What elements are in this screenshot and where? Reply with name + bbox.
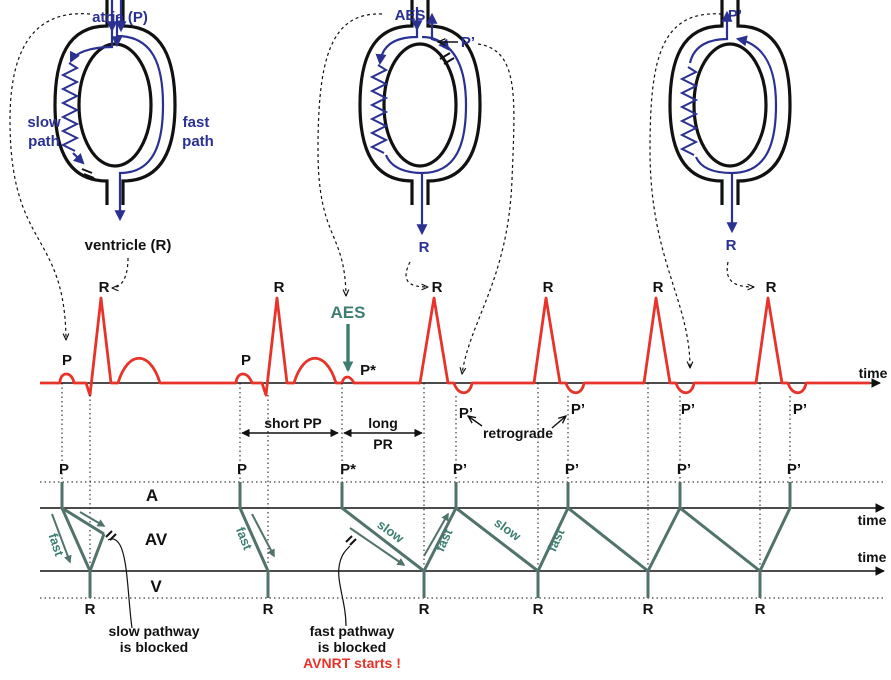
ecg-ladder-guides	[61, 383, 791, 565]
diagram1-fast-label-2: path	[182, 133, 214, 150]
long-pr-label-2: PR	[373, 436, 392, 452]
ladder-time-label-1: time	[858, 512, 887, 528]
ladder-time-label-2: time	[858, 549, 887, 565]
ladder-top-label-6: P’	[677, 461, 691, 478]
diagram3-r-label: R	[726, 237, 737, 254]
fast-block-pointer	[338, 545, 351, 627]
diagram2-r-label: R	[419, 239, 430, 256]
ladder-top-label-4: P’	[453, 461, 467, 478]
ladder-bottom-label-1: R	[85, 601, 96, 618]
diagram1-atria-label: atria (P)	[92, 9, 148, 26]
av-node-diagram-3	[668, 0, 792, 234]
ecg-aes-label: AES	[331, 303, 366, 322]
ladder-row-a: A	[146, 486, 158, 505]
ecg-r-label-3: R	[432, 279, 443, 296]
diagram2-aes-label: AES	[395, 7, 426, 24]
ecg-r-label-6: R	[766, 279, 777, 296]
ecg-p-prime-label-4: P’	[793, 401, 807, 418]
ecg-p-label-1: P	[62, 352, 72, 369]
ladder-slow-label-1: slow	[375, 517, 408, 547]
ecg-r-label-2: R	[274, 279, 285, 296]
diagram1-fast-label-1: fast	[183, 114, 210, 131]
ladder-diagram: time time A AV V	[40, 461, 887, 618]
slow-block-note-1: slow pathway	[108, 623, 199, 639]
ecg-p-prime-label-3: P’	[681, 401, 695, 418]
long-pr-label-1: long	[368, 415, 398, 431]
ecg-p-prime-label-2: P’	[571, 401, 585, 418]
ladder-top-label-2: P	[237, 461, 247, 478]
slow-block-note-2: is blocked	[120, 639, 188, 655]
retrograde-arrow-left	[468, 416, 483, 427]
ecg-r-label-1: R	[99, 279, 110, 296]
diagram1-slow-label-2: path	[28, 133, 60, 150]
beat1-slow-conduction	[88, 533, 106, 572]
av-node-diagram-1	[53, 0, 177, 222]
ecg-time-label: time	[859, 365, 888, 381]
ecg-r-label-5: R	[653, 279, 664, 296]
ladder-top-label-3: P*	[340, 461, 356, 478]
diagram3-p-prime-label: P’	[728, 7, 742, 24]
ecg-p-label-2: P	[241, 352, 251, 369]
ecg-p-prime-label-1: P’	[459, 405, 473, 422]
ladder-bottom-label-6: R	[755, 601, 766, 618]
ladder-top-label-1: P	[59, 461, 69, 478]
diagram1-slow-label-1: slow	[27, 114, 61, 131]
ladder-fast-label-4: fast	[544, 526, 567, 554]
ladder-bottom-label-2: R	[263, 601, 274, 618]
fast-block-note-2: is blocked	[318, 639, 386, 655]
ladder-fast-label-1: fast	[46, 531, 68, 558]
ladder-fast-label-3: fast	[432, 526, 455, 554]
diagram1-ventricle-label: ventricle (R)	[85, 237, 172, 254]
ladder-top-label-5: P’	[565, 461, 579, 478]
ladder-bottom-label-3: R	[419, 601, 430, 618]
ladder-top-label-7: P’	[787, 461, 801, 478]
fast-block-note-1: fast pathway	[310, 623, 395, 639]
avnrt-starts-note: AVNRT starts !	[303, 655, 401, 671]
ecg-trace	[40, 296, 870, 397]
ladder-fast-label-2: fast	[233, 525, 256, 553]
ladder-bottom-label-5: R	[643, 601, 654, 618]
ecg-strip: time P P P* R R R R R R P’ P’ P’ P’ AES …	[40, 279, 888, 452]
ecg-p-star-label: P*	[360, 362, 376, 379]
ladder-row-av: AV	[145, 530, 168, 549]
ecg-r-label-4: R	[543, 279, 554, 296]
retrograde-arrow-right	[551, 416, 566, 429]
slow-block-pointer	[107, 538, 133, 629]
short-pp-label: short PP	[264, 415, 322, 431]
dashed-connectors	[9, 13, 754, 374]
ladder-bottom-label-4: R	[533, 601, 544, 618]
retrograde-label: retrograde	[483, 425, 553, 441]
diagram2-p-prime-label: P’	[461, 34, 475, 51]
ladder-row-v: V	[150, 577, 162, 596]
av-node-diagram-2	[358, 0, 482, 236]
